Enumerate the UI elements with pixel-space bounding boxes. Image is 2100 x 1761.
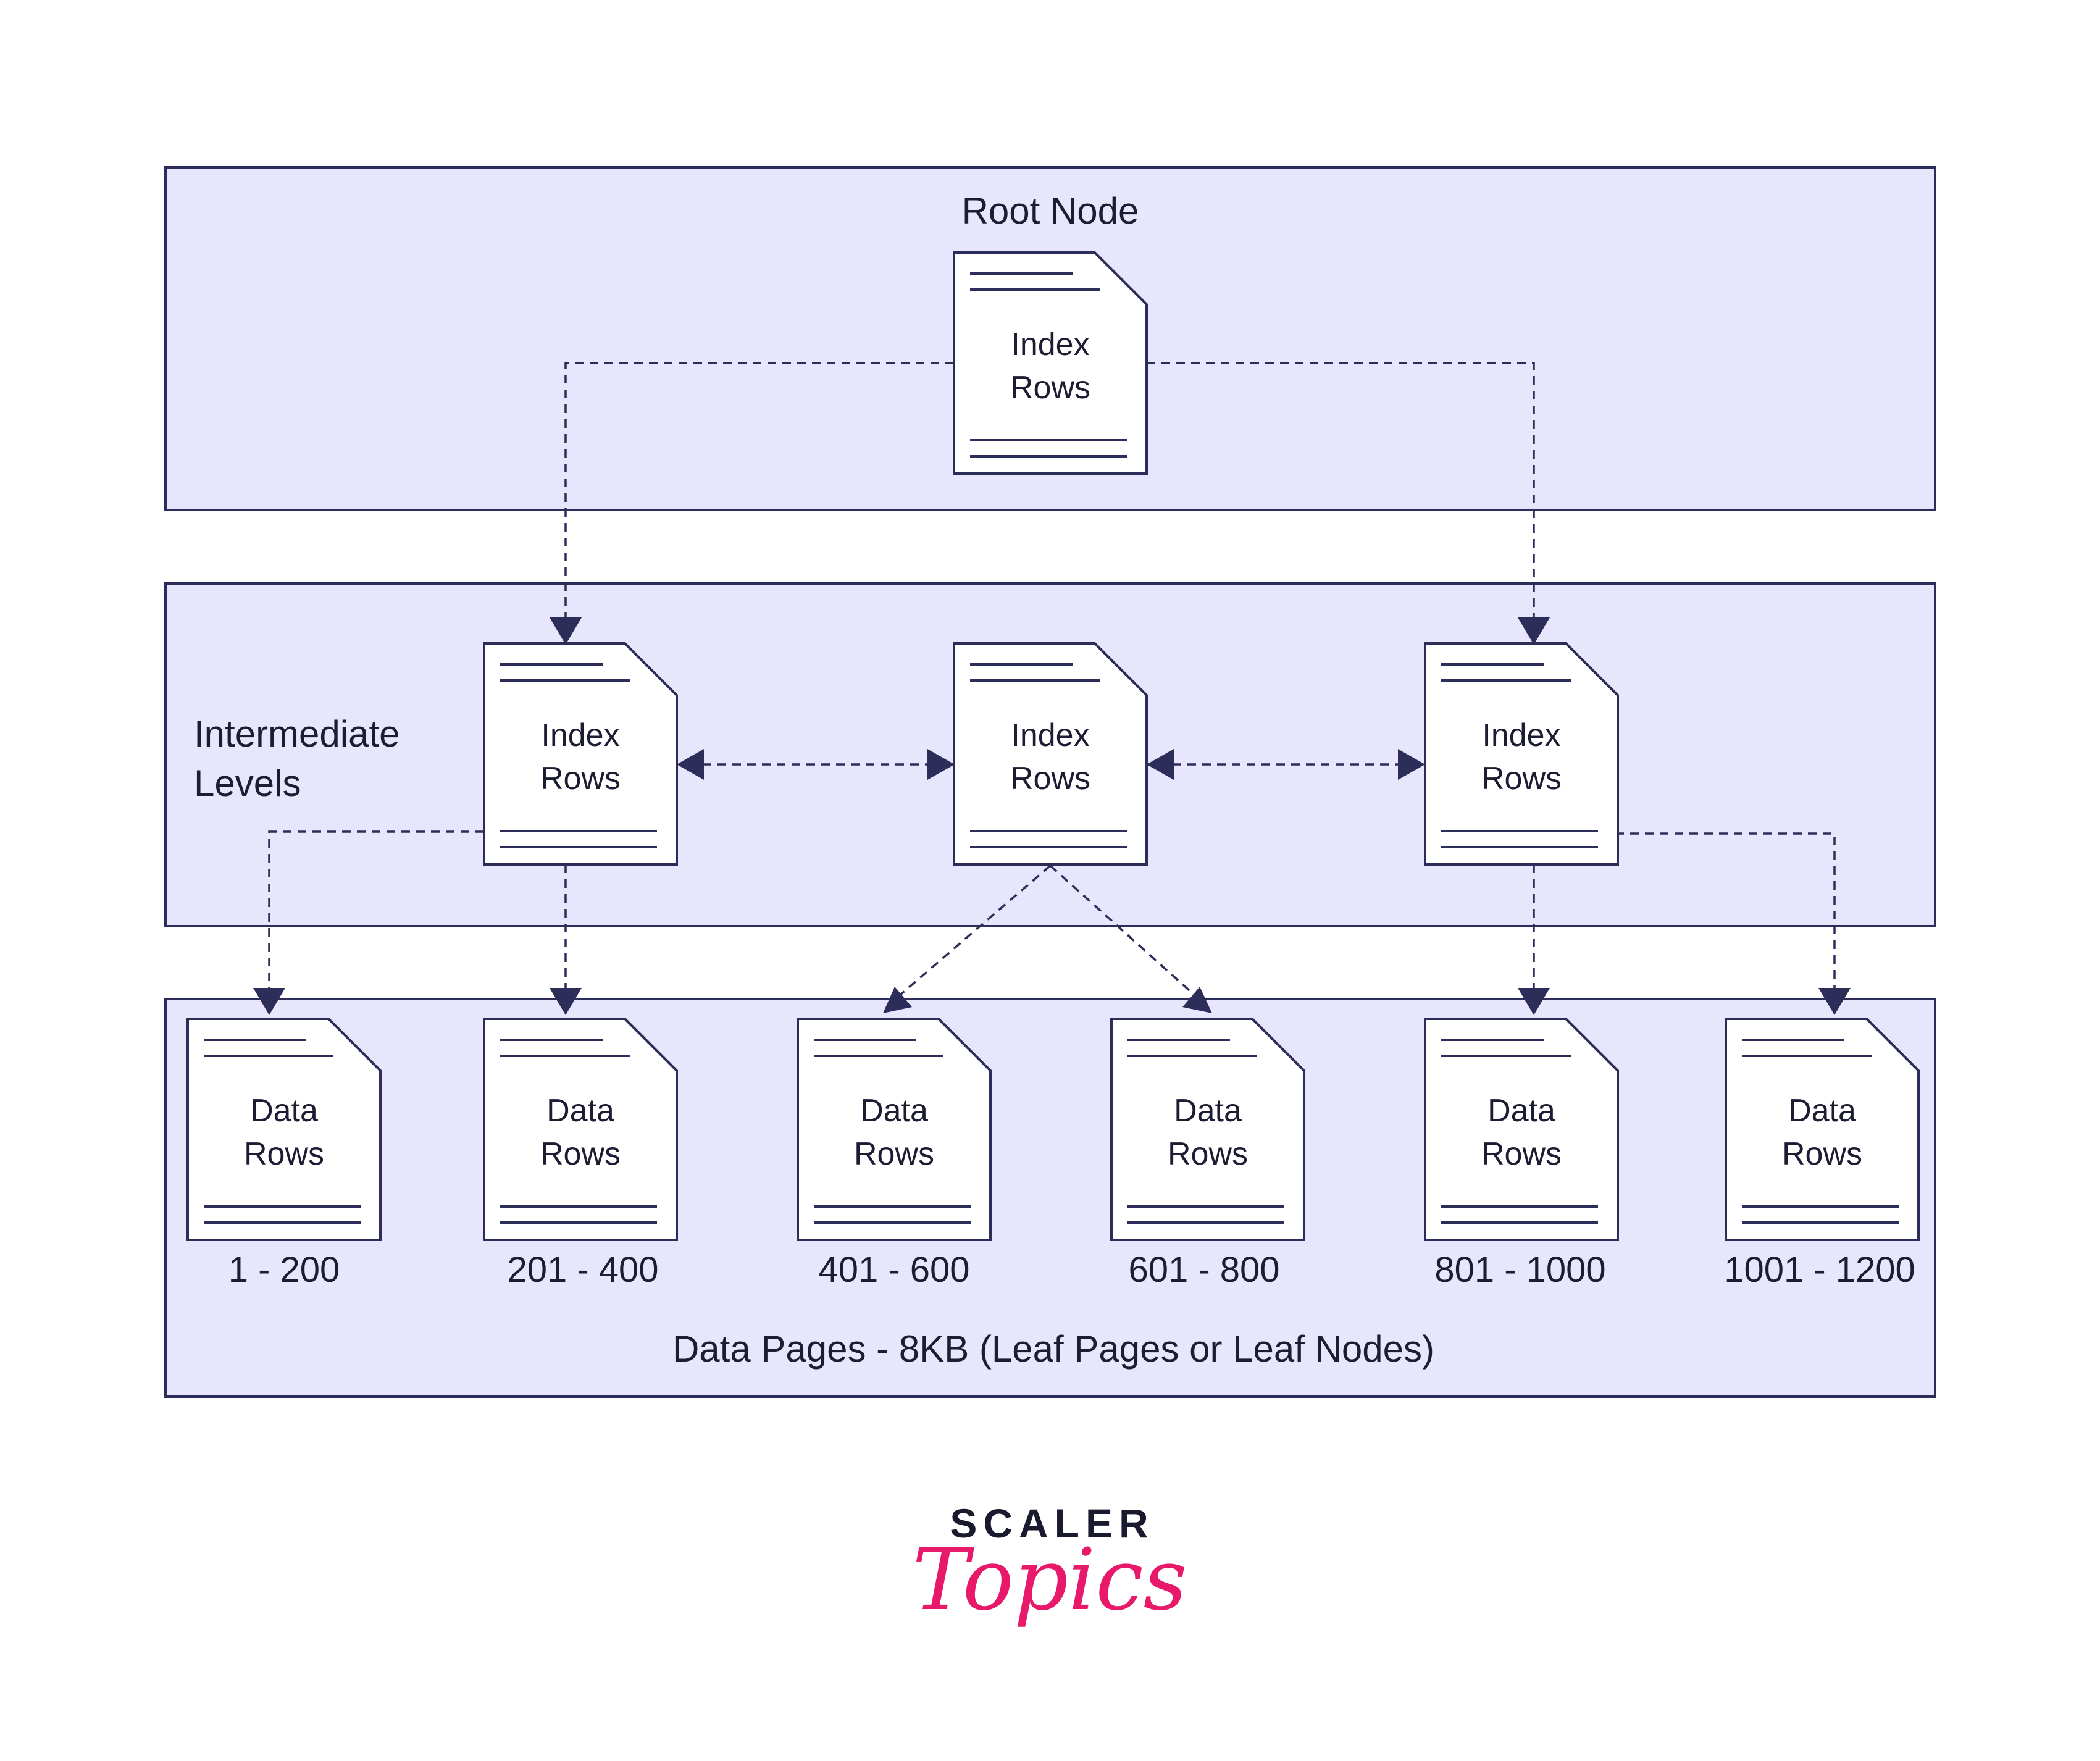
node-label-line1: Index [541, 717, 619, 753]
node-label-line2: Rows [540, 761, 621, 797]
root-index-page: Index Rows [953, 251, 1148, 475]
row-range-label: 801 - 1000 [1434, 1250, 1605, 1290]
intermediate2-to-leaf3-connector [898, 864, 1052, 997]
document-icon [1424, 642, 1619, 866]
node-label-line2: Rows [1010, 761, 1090, 797]
node-label-line2: Rows [1782, 1136, 1862, 1172]
arrowhead-down-icon [550, 988, 582, 1015]
arrowhead-down-icon [1518, 617, 1550, 645]
leaf-data-page-1: Data Rows 1 - 200 [186, 1018, 382, 1290]
intermediate-index-page-1: Index Rows [483, 642, 678, 866]
arrowhead-down-right-icon [1182, 987, 1212, 1013]
node-label-line1: Data [1487, 1093, 1555, 1129]
arrowhead-down-icon [550, 617, 582, 645]
leaf-level-panel [164, 998, 1936, 1398]
leaf-data-page-3: Data Rows 401 - 600 [797, 1018, 992, 1290]
document-icon [797, 1018, 992, 1241]
document-icon [953, 642, 1148, 866]
arrowhead-down-icon [253, 988, 285, 1015]
row-range-label: 1 - 200 [228, 1250, 340, 1290]
node-label-line2: Rows [540, 1136, 621, 1172]
node-label-line1: Data [1788, 1093, 1856, 1129]
node-label-line1: Data [546, 1093, 614, 1129]
node-label-line2: Rows [1481, 761, 1562, 797]
node-label-line2: Rows [854, 1136, 934, 1172]
leaf-level-caption: Data Pages - 8KB (Leaf Pages or Leaf Nod… [672, 1328, 1434, 1370]
document-icon [1424, 1018, 1619, 1241]
leaf-data-page-4: Data Rows 601 - 800 [1110, 1018, 1305, 1290]
arrowhead-right-icon [927, 749, 955, 780]
node-label-line2: Rows [1481, 1136, 1562, 1172]
node-label-line1: Data [1174, 1093, 1242, 1129]
arrowhead-down-icon [1518, 988, 1550, 1015]
scaler-topics-logo: SCALER Topics [913, 1500, 1187, 1629]
node-label-line1: Data [250, 1093, 318, 1129]
document-icon [1725, 1018, 1920, 1241]
row-range-label: 601 - 800 [1128, 1250, 1279, 1290]
node-label-line2: Rows [244, 1136, 324, 1172]
document-icon [483, 1018, 678, 1241]
intermediate2-to-leaf4-connector [1049, 864, 1196, 997]
logo-wordmark: SCALER [950, 1500, 1154, 1546]
document-icon [186, 1018, 382, 1241]
root-to-intermediate-left-connector [564, 362, 954, 624]
intermediate1-to-leaf1-connector [268, 830, 484, 992]
document-icon [953, 251, 1148, 475]
row-range-label: 1001 - 1200 [1724, 1250, 1915, 1290]
intermediate-index-page-2: Index Rows [953, 642, 1148, 866]
arrowhead-left-icon [1147, 749, 1174, 780]
intermediate-index-page-3: Index Rows [1424, 642, 1619, 866]
logo-script-wordmark: Topics [913, 1530, 1187, 1629]
row-range-label: 401 - 600 [818, 1250, 969, 1290]
document-icon [1110, 1018, 1305, 1241]
arrowhead-down-icon [1818, 988, 1851, 1015]
root-to-intermediate-right-connector [1147, 362, 1535, 624]
root-level-title: Root Node [962, 190, 1139, 232]
leaf-data-page-6: Data Rows 1001 - 1200 [1724, 1018, 1920, 1290]
leaf-data-page-5: Data Rows 801 - 1000 [1424, 1018, 1619, 1290]
intermediate-level-title-line2: Levels [194, 763, 301, 804]
node-label-line2: Rows [1010, 370, 1090, 406]
row-range-label: 201 - 400 [507, 1250, 658, 1290]
node-label-line1: Index [1482, 717, 1560, 753]
arrowhead-left-icon [677, 749, 704, 780]
node-label-line1: Data [860, 1093, 928, 1129]
connectors [253, 362, 1851, 1015]
intermediate-level-title-line1: Intermediate [194, 713, 400, 755]
arrowhead-down-left-icon [883, 987, 912, 1013]
leaf-data-page-2: Data Rows 201 - 400 [483, 1018, 678, 1290]
node-label-line2: Rows [1168, 1136, 1248, 1172]
arrowhead-right-icon [1398, 749, 1425, 780]
node-label-line1: Index [1011, 327, 1089, 362]
node-label-line1: Index [1011, 717, 1089, 753]
document-icon [483, 642, 678, 866]
